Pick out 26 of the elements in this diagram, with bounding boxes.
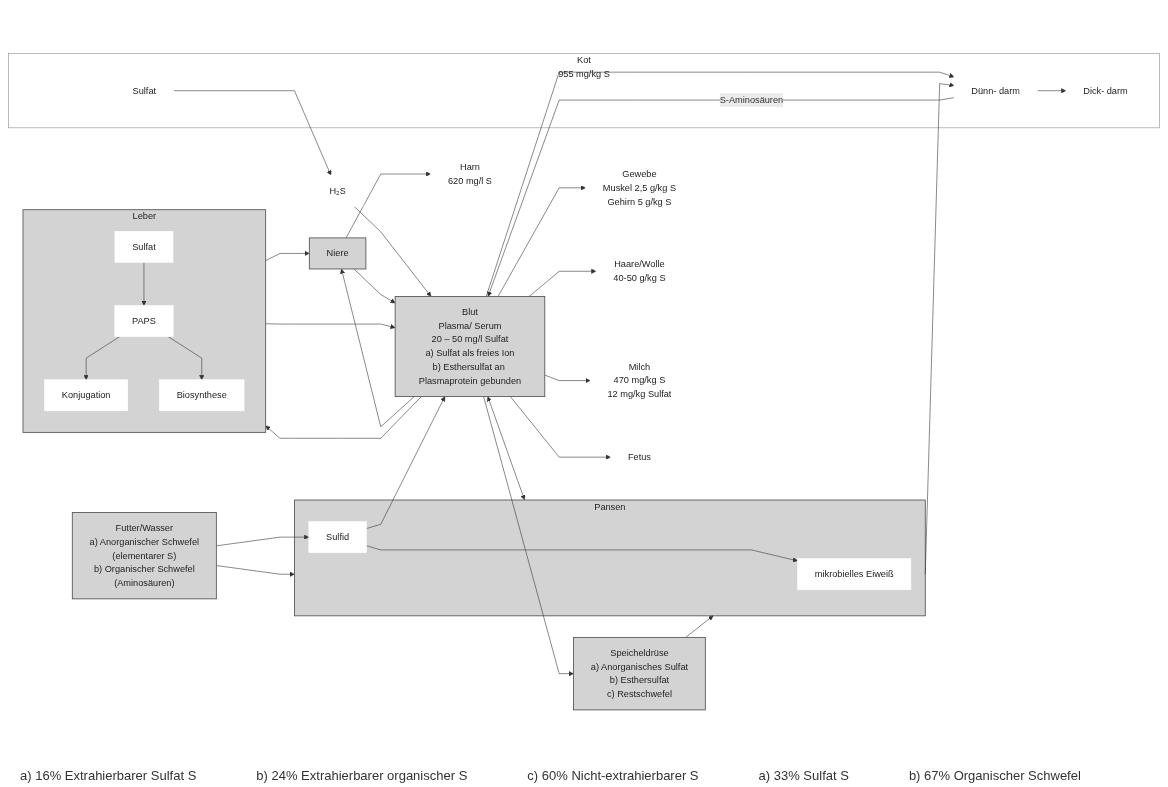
node-box: Niere: [308, 237, 367, 270]
node-box: Futter/Wasser a) Anorganischer Schwefel (elementarer S) b) Organischer Schwefel (Aminosäuren): [71, 512, 217, 600]
node-text: Dünn- darm: [971, 85, 1020, 96]
note-text: b) 67% Organischer Schwefel: [908, 768, 1081, 783]
node-text: Haare/Wolle 40-50 g/kg S: [613, 259, 666, 284]
node-text: Sulfat: [132, 85, 157, 96]
node-text: Milch 470 mg/kg S 12 mg/kg Sulfat: [607, 361, 672, 400]
node-box: Sulfat: [114, 231, 174, 263]
edge-label: S-Aminosäuren: [719, 95, 784, 105]
node-text: Gewebe Muskel 2,5 g/kg S Gehirn 5 g/kg S: [602, 169, 677, 207]
note-text: c) 60% Nicht-extrahierbarer S: [527, 768, 699, 783]
node-box: Speicheldrüse a) Anorganisches Sulfat b) Esthersulfat c) Restschwefel: [573, 637, 706, 711]
note-text: a) 16% Extrahierbarer Sulfat S: [20, 768, 197, 783]
note-text: a) 33% Sulfat S: [758, 768, 849, 783]
node-box: Sulfid: [308, 521, 367, 554]
note-text: b) 24% Extrahierbarer organischer S: [256, 768, 468, 783]
node-label: 955 mg/kg S: [558, 69, 610, 80]
node-text: H₂S: [329, 185, 346, 196]
node-text: Fetus: [627, 452, 651, 462]
node-box: PAPS: [114, 305, 174, 338]
node-box: Konjugation: [44, 379, 129, 412]
node-box: Biosynthese: [159, 379, 245, 412]
node-text: Harn 620 mg/l S: [447, 162, 492, 186]
node-text: Dick- darm: [1083, 85, 1128, 96]
node-box: Blut Plasma/ Serum 20 – 50 mg/l Sulfat a) Sulfat als freies Ion b) Esthersulfat an Plasmaprotein gebunden: [394, 296, 546, 398]
node-box: mikrobielles Eiweiß: [797, 558, 912, 591]
